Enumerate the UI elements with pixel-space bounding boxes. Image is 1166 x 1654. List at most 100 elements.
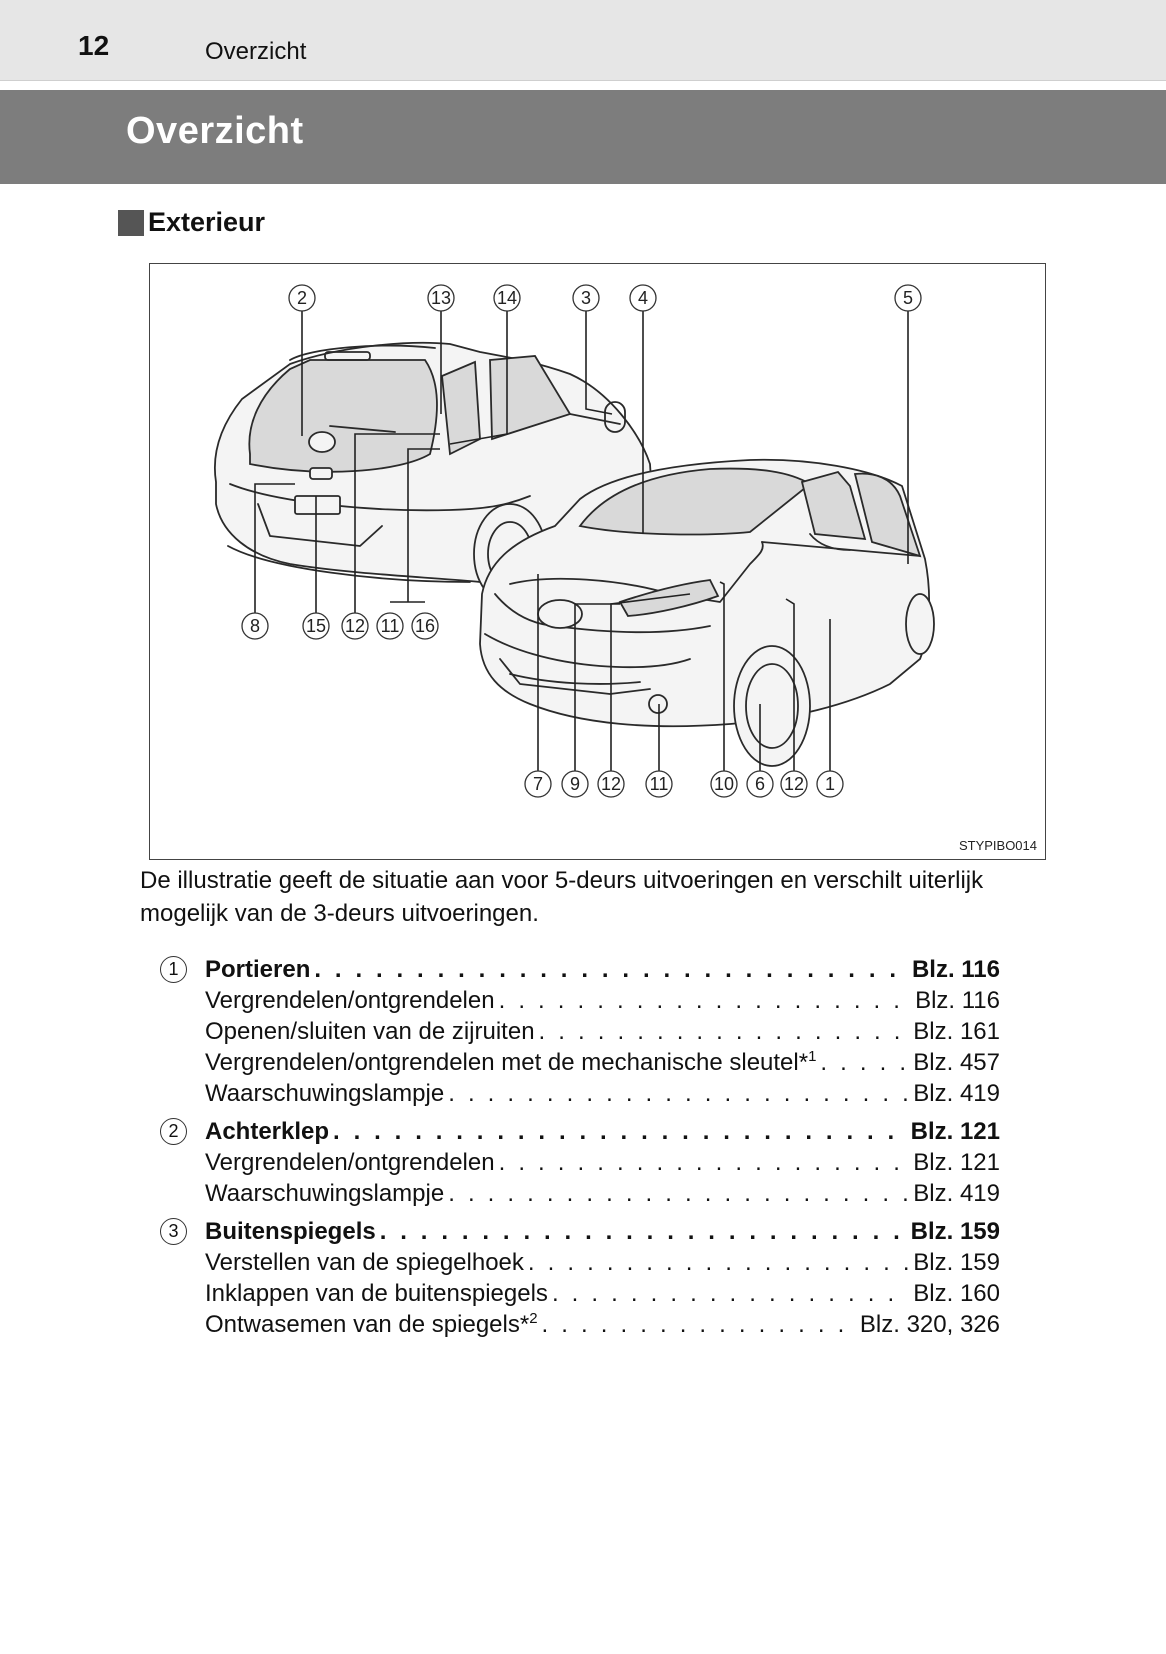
sub-entry-label: Vergrendelen/ontgrendelen [205, 985, 495, 1016]
page-reference: Blz. 116 [915, 987, 1000, 1014]
leader-lines [254, 310, 909, 772]
sub-entry-text: Vergrendelen/ontgrendelen [205, 1149, 495, 1176]
item-number-badge: 2 [160, 1118, 187, 1145]
section-banner: Overzicht [0, 90, 1166, 184]
sub-entry: Vergrendelen/ontgrendelen. . . . . . . .… [160, 1147, 1000, 1178]
svg-text:5: 5 [903, 288, 913, 308]
sub-entry-text: Inklappen van de buitenspiegels [205, 1280, 548, 1307]
svg-text:10: 10 [714, 774, 734, 794]
car-drawing: 2 13 14 3 4 5 8 15 12 11 16 7 9 12 11 10… [214, 284, 935, 798]
page-reference: Blz. 457 [913, 1049, 1000, 1076]
sub-entry: Ontwasemen van de spiegels*2. . . . . . … [160, 1309, 1000, 1340]
svg-text:2: 2 [297, 288, 307, 308]
footnote-mark: * [519, 1311, 530, 1338]
sub-entry-text: Waarschuwingslampje [205, 1080, 445, 1107]
section-title: Overzicht [126, 110, 304, 152]
page-reference: Blz. 121 [913, 1149, 1000, 1176]
callout-16: 16 [411, 612, 439, 640]
callout-3: 3 [572, 284, 600, 312]
svg-text:16: 16 [415, 616, 435, 636]
svg-text:7: 7 [533, 774, 543, 794]
callout-11: 11 [376, 612, 404, 640]
sub-entry-text: Vergrendelen/ontgrendelen [205, 987, 495, 1014]
entry-title: Portieren [205, 956, 311, 983]
callout-12: 12 [597, 770, 625, 798]
page-number: 12 [78, 30, 110, 61]
callout-12: 12 [780, 770, 808, 798]
callout-5: 5 [894, 284, 922, 312]
dot-leader: . . . . . . . . . . . . . . . . . . . . … [314, 956, 908, 983]
page-reference: Blz. 419 [913, 1180, 1000, 1207]
front-car-drawing [479, 458, 935, 767]
figure-code: STYPIBO014 [958, 838, 1037, 853]
callout-10: 10 [710, 770, 738, 798]
dot-leader: . . . . . . . . . . . . . . . . . . . . … [333, 1118, 907, 1145]
sub-entry-label: Verstellen van de spiegelhoek [205, 1247, 524, 1278]
dot-leader: . . . . . . . . . . . . . . . . . . . . … [379, 1218, 907, 1245]
sub-entry-label: Waarschuwingslampje [205, 1178, 444, 1209]
svg-text:9: 9 [570, 774, 580, 794]
svg-text:13: 13 [431, 288, 451, 308]
dot-leader: . . . . . . . . . . . . . . . . . . . . … [820, 1049, 910, 1076]
sub-entry-text: Openen/sluiten van de zijruiten [205, 1018, 535, 1045]
callout-8: 8 [241, 612, 269, 640]
dot-leader: . . . . . . . . . . . . . . . . . . . . … [498, 987, 911, 1014]
callout-markers: 2 13 14 3 4 5 8 15 12 11 16 7 9 12 11 10… [241, 284, 922, 798]
sub-entry: Vergrendelen/ontgrendelen met de mechani… [160, 1047, 1000, 1078]
svg-text:3: 3 [581, 288, 591, 308]
subsection-heading: Exterieur [118, 207, 265, 238]
sub-entry-label: Ontwasemen van de spiegels*2 [205, 1309, 538, 1340]
callout-13: 13 [427, 284, 455, 312]
svg-text:15: 15 [306, 616, 326, 636]
page-reference: Blz. 161 [913, 1018, 1000, 1045]
footnote-number: 1 [808, 1048, 817, 1065]
callout-9: 9 [561, 770, 589, 798]
page-reference: Blz. 160 [913, 1280, 1000, 1307]
sub-entry-label: Vergrendelen/ontgrendelen [205, 1147, 495, 1178]
entry-title: Achterklep [205, 1118, 330, 1145]
item-number-badge: 3 [160, 1218, 187, 1245]
sub-entry-label: Inklappen van de buitenspiegels [205, 1278, 548, 1309]
entry-heading: 2 Achterklep. . . . . . . . . . . . . . .… [160, 1116, 1000, 1147]
sub-entry-text: Ontwasemen van de spiegels [205, 1311, 520, 1338]
callout-14: 14 [493, 284, 521, 312]
sub-entry: Vergrendelen/ontgrendelen. . . . . . . .… [160, 985, 1000, 1016]
dot-leader: . . . . . . . . . . . . . . . . . . . . … [541, 1311, 856, 1338]
page-reference: Blz. 419 [913, 1080, 1000, 1107]
figure-caption: De illustratie geeft de situatie aan voo… [140, 867, 984, 927]
item-number-badge: 1 [160, 956, 187, 983]
callout-4: 4 [629, 284, 657, 312]
sub-entry: Openen/sluiten van de zijruiten. . . . .… [160, 1016, 1000, 1047]
dot-leader: . . . . . . . . . . . . . . . . . . . . … [448, 1080, 909, 1107]
callout-6: 6 [746, 770, 774, 798]
sub-entry-label: Waarschuwingslampje [205, 1078, 444, 1109]
page-reference: Blz. 116 [911, 956, 1000, 983]
page-reference: Blz. 121 [910, 1118, 1000, 1145]
callout-15: 15 [302, 612, 330, 640]
svg-text:1: 1 [825, 774, 835, 794]
dot-leader: . . . . . . . . . . . . . . . . . . . . … [551, 1280, 909, 1307]
svg-text:11: 11 [650, 774, 669, 794]
page-reference: Blz. 159 [910, 1218, 1000, 1245]
sub-entry-text: Verstellen van de spiegelhoek [205, 1249, 524, 1276]
sub-entry: Verstellen van de spiegelhoek. . . . . .… [160, 1247, 1000, 1278]
page-reference: Blz. 159 [913, 1249, 1000, 1276]
running-title: Overzicht [205, 38, 307, 65]
callout-2: 2 [288, 284, 316, 312]
svg-text:6: 6 [755, 774, 765, 794]
svg-text:14: 14 [497, 288, 517, 308]
sub-entry-label: Openen/sluiten van de zijruiten [205, 1016, 535, 1047]
footnote-mark: * [798, 1049, 809, 1076]
dot-leader: . . . . . . . . . . . . . . . . . . . . … [538, 1018, 910, 1045]
sub-entry-text: Waarschuwingslampje [205, 1180, 445, 1207]
dot-leader: . . . . . . . . . . . . . . . . . . . . … [498, 1149, 910, 1176]
callout-12: 12 [341, 612, 369, 640]
footnote-number: 2 [529, 1310, 538, 1327]
sub-entry-label: Vergrendelen/ontgrendelen met de mechani… [205, 1047, 816, 1078]
callout-11: 11 [645, 770, 673, 798]
svg-text:12: 12 [784, 774, 804, 794]
